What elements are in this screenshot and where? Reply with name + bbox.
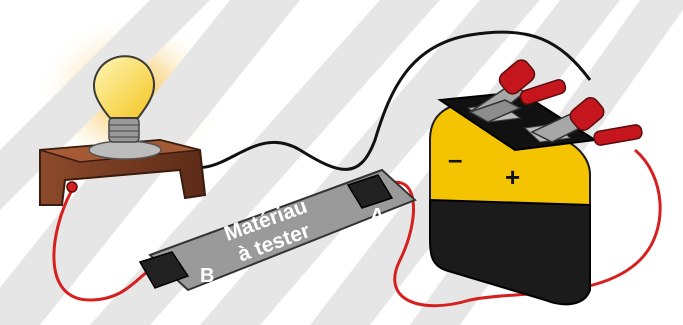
battery-minus-label: – bbox=[448, 144, 462, 174]
battery-plus-label: + bbox=[505, 162, 520, 192]
terminal-b-label: B bbox=[200, 265, 214, 287]
terminal-a-label: A bbox=[370, 205, 384, 227]
